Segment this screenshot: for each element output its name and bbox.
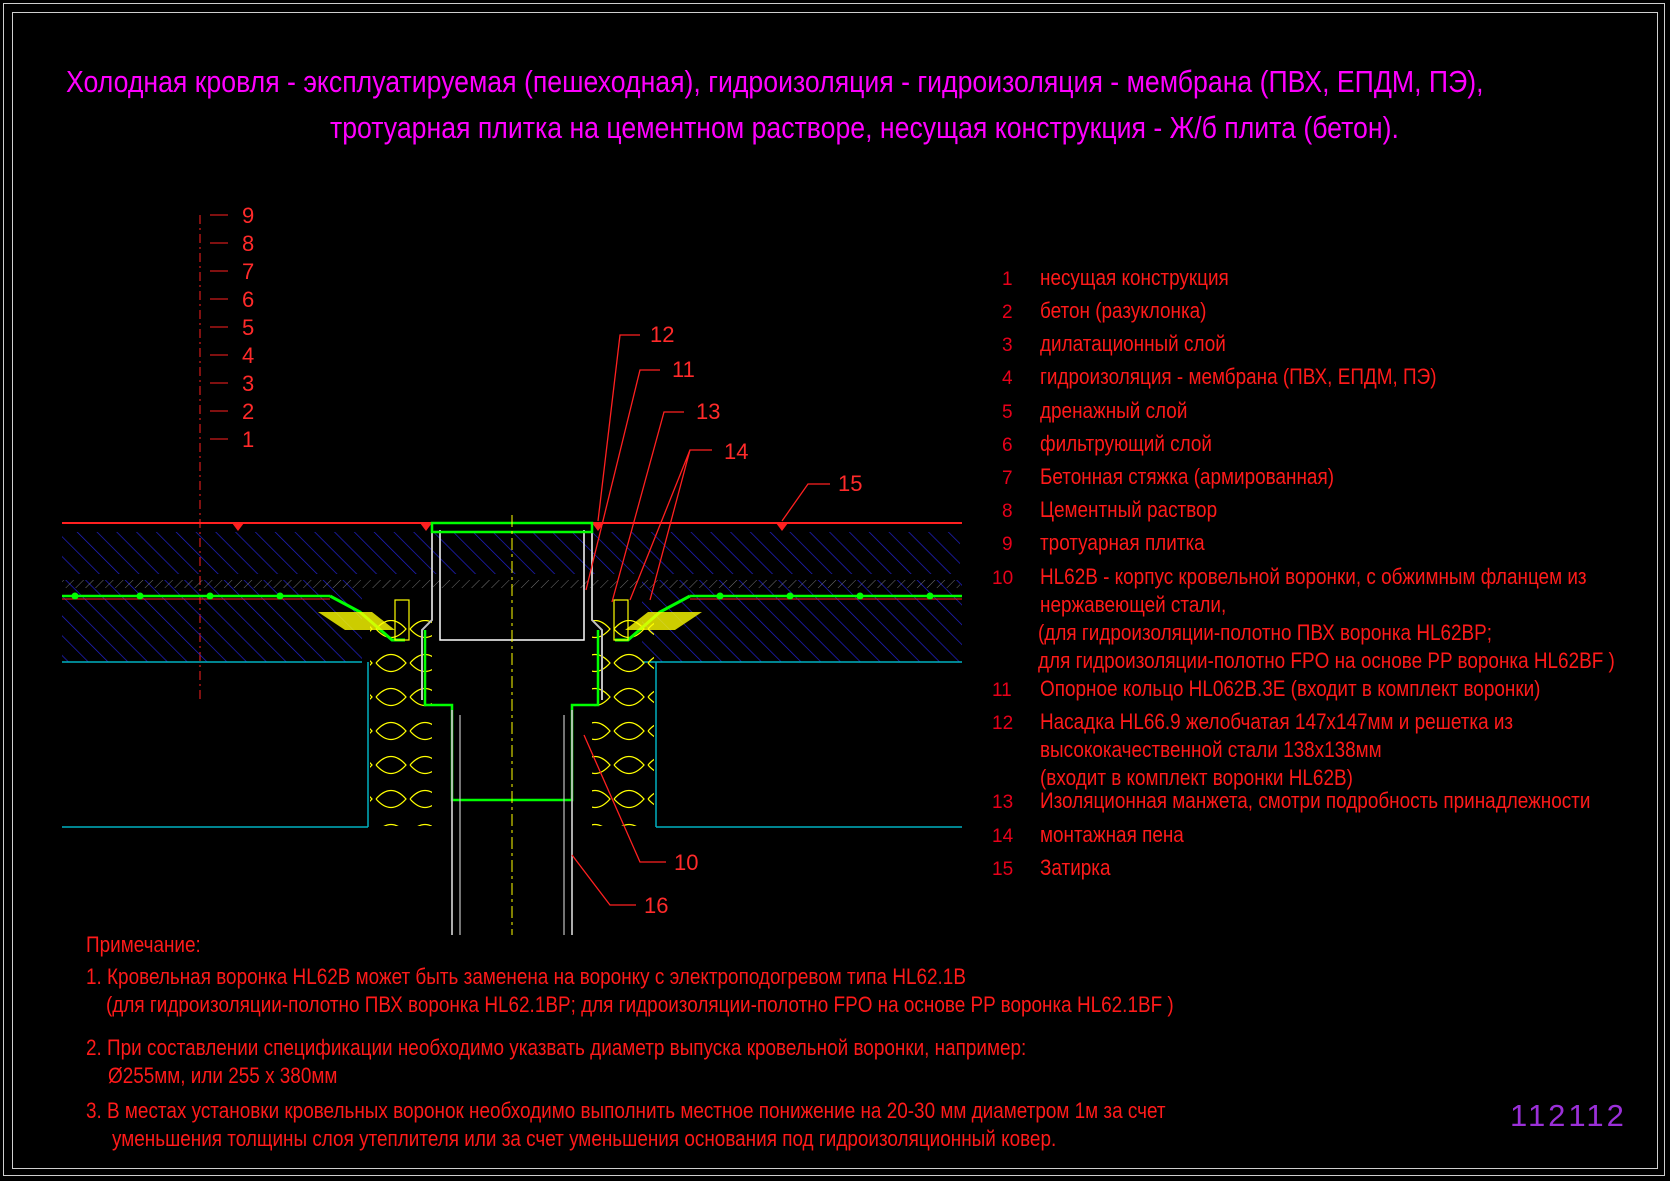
legend-text: несущая конструкция xyxy=(1040,265,1229,290)
legend-number: 9 xyxy=(1002,534,1013,555)
callout-label: 16 xyxy=(644,893,668,918)
note-line: 1. Кровельная воронка HL62B может быть з… xyxy=(86,964,966,989)
note-line: Ø255мм, или 255 x 380мм xyxy=(108,1063,338,1088)
note-line: 3. В местах установки кровельных воронок… xyxy=(86,1098,1166,1123)
scale-label: 6 xyxy=(242,287,254,312)
legend-number: 1 xyxy=(1002,269,1013,290)
legend-text: Изоляционная манжета, смотри подробность… xyxy=(1040,788,1591,813)
drawing-code: 112112 xyxy=(1510,1098,1627,1133)
callout-label: 15 xyxy=(838,471,862,496)
callout-label: 12 xyxy=(650,322,674,347)
membrane-dot xyxy=(136,592,144,600)
callout-label: 13 xyxy=(696,399,720,424)
scale-label: 2 xyxy=(242,399,254,424)
layer-scale: 9 8 7 6 5 4 3 2 1 xyxy=(199,203,254,700)
legend-number: 8 xyxy=(1002,501,1013,522)
legend-text: HL62B - корпус кровельной воронки, с обж… xyxy=(1040,564,1587,589)
legend-number: 14 xyxy=(992,826,1014,847)
legend-text: Опорное кольцо HL062B.3E (входит в компл… xyxy=(1040,676,1541,701)
legend-text: Бетонная стяжка (армированная) xyxy=(1040,464,1334,489)
note-line: уменьшения толщины слоя утеплителя или з… xyxy=(112,1126,1057,1151)
membrane-dot xyxy=(71,592,79,600)
legend-text-continued: (входит в комплект воронки HL62B) xyxy=(1040,765,1353,790)
legend-number: 5 xyxy=(1002,402,1013,423)
callout-label: 11 xyxy=(672,357,695,382)
scale-label: 3 xyxy=(242,371,254,396)
membrane-dot xyxy=(716,592,724,600)
legend-text-continued: для гидроизоляции-полотно FPO на основе … xyxy=(1038,648,1615,673)
legend-text: Цементный раствор xyxy=(1040,497,1218,522)
scale-label: 1 xyxy=(242,427,254,452)
legend-text: Насадка HL66.9 желобчатая 147x147мм и ре… xyxy=(1040,709,1514,734)
legend-text: дилатационный слой xyxy=(1040,331,1226,356)
inner-frame xyxy=(12,12,1658,1169)
legend-text-continued: (для гидроизоляции-полотно ПВХ воронка H… xyxy=(1038,620,1493,645)
legend-number: 10 xyxy=(992,568,1014,589)
note-line: (для гидроизоляции-полотно ПВХ воронка H… xyxy=(106,992,1174,1017)
callout-label: 10 xyxy=(674,850,698,875)
legend-number: 12 xyxy=(992,713,1014,734)
membrane-dot xyxy=(856,592,864,600)
roof-layers xyxy=(62,522,962,642)
legend-number: 4 xyxy=(1002,368,1013,389)
notes-heading: Примечание: xyxy=(86,932,201,957)
scale-label: 5 xyxy=(242,315,254,340)
title-line-2: тротуарная плитка на цементном растворе,… xyxy=(330,110,1399,145)
outer-frame xyxy=(3,3,1665,1176)
scale-label: 8 xyxy=(242,231,254,256)
legend-number: 11 xyxy=(992,680,1012,701)
legend-number: 6 xyxy=(1002,435,1013,456)
legend-number: 2 xyxy=(1002,302,1013,323)
scale-label: 4 xyxy=(242,343,254,368)
legend-text-continued: высококачественной стали 138x138мм xyxy=(1040,737,1382,762)
legend-number: 13 xyxy=(992,792,1014,813)
legend-text: монтажная пена xyxy=(1040,822,1184,847)
membrane-dot xyxy=(276,592,284,600)
legend-number: 3 xyxy=(1002,335,1013,356)
legend-text: дренажный слой xyxy=(1040,398,1188,423)
leader-lines xyxy=(571,334,830,906)
membrane-dot xyxy=(926,592,934,600)
legend-text: фильтрующий слой xyxy=(1040,431,1212,456)
legend-text-continued: нержавеющей стали, xyxy=(1040,592,1227,617)
legend-number: 15 xyxy=(992,859,1014,880)
scale-label: 7 xyxy=(242,259,254,284)
legend-text: Затирка xyxy=(1040,855,1111,880)
legend-text: тротуарная плитка xyxy=(1040,530,1205,555)
scale-label: 9 xyxy=(242,203,254,228)
legend-number: 7 xyxy=(1002,468,1013,489)
callout-label: 14 xyxy=(724,439,748,464)
drain-body xyxy=(394,515,629,935)
membrane-dot xyxy=(786,592,794,600)
legend-text: бетон (разуклонка) xyxy=(1040,298,1207,323)
title-line-1: Холодная кровля - эксплуатируемая (пешех… xyxy=(66,64,1484,99)
note-line: 2. При составлении спецификации необходи… xyxy=(86,1035,1027,1060)
legend-text: гидроизоляция - мембрана (ПВХ, ЕПДМ, ПЭ) xyxy=(1040,364,1437,389)
membrane-dot xyxy=(206,592,214,600)
